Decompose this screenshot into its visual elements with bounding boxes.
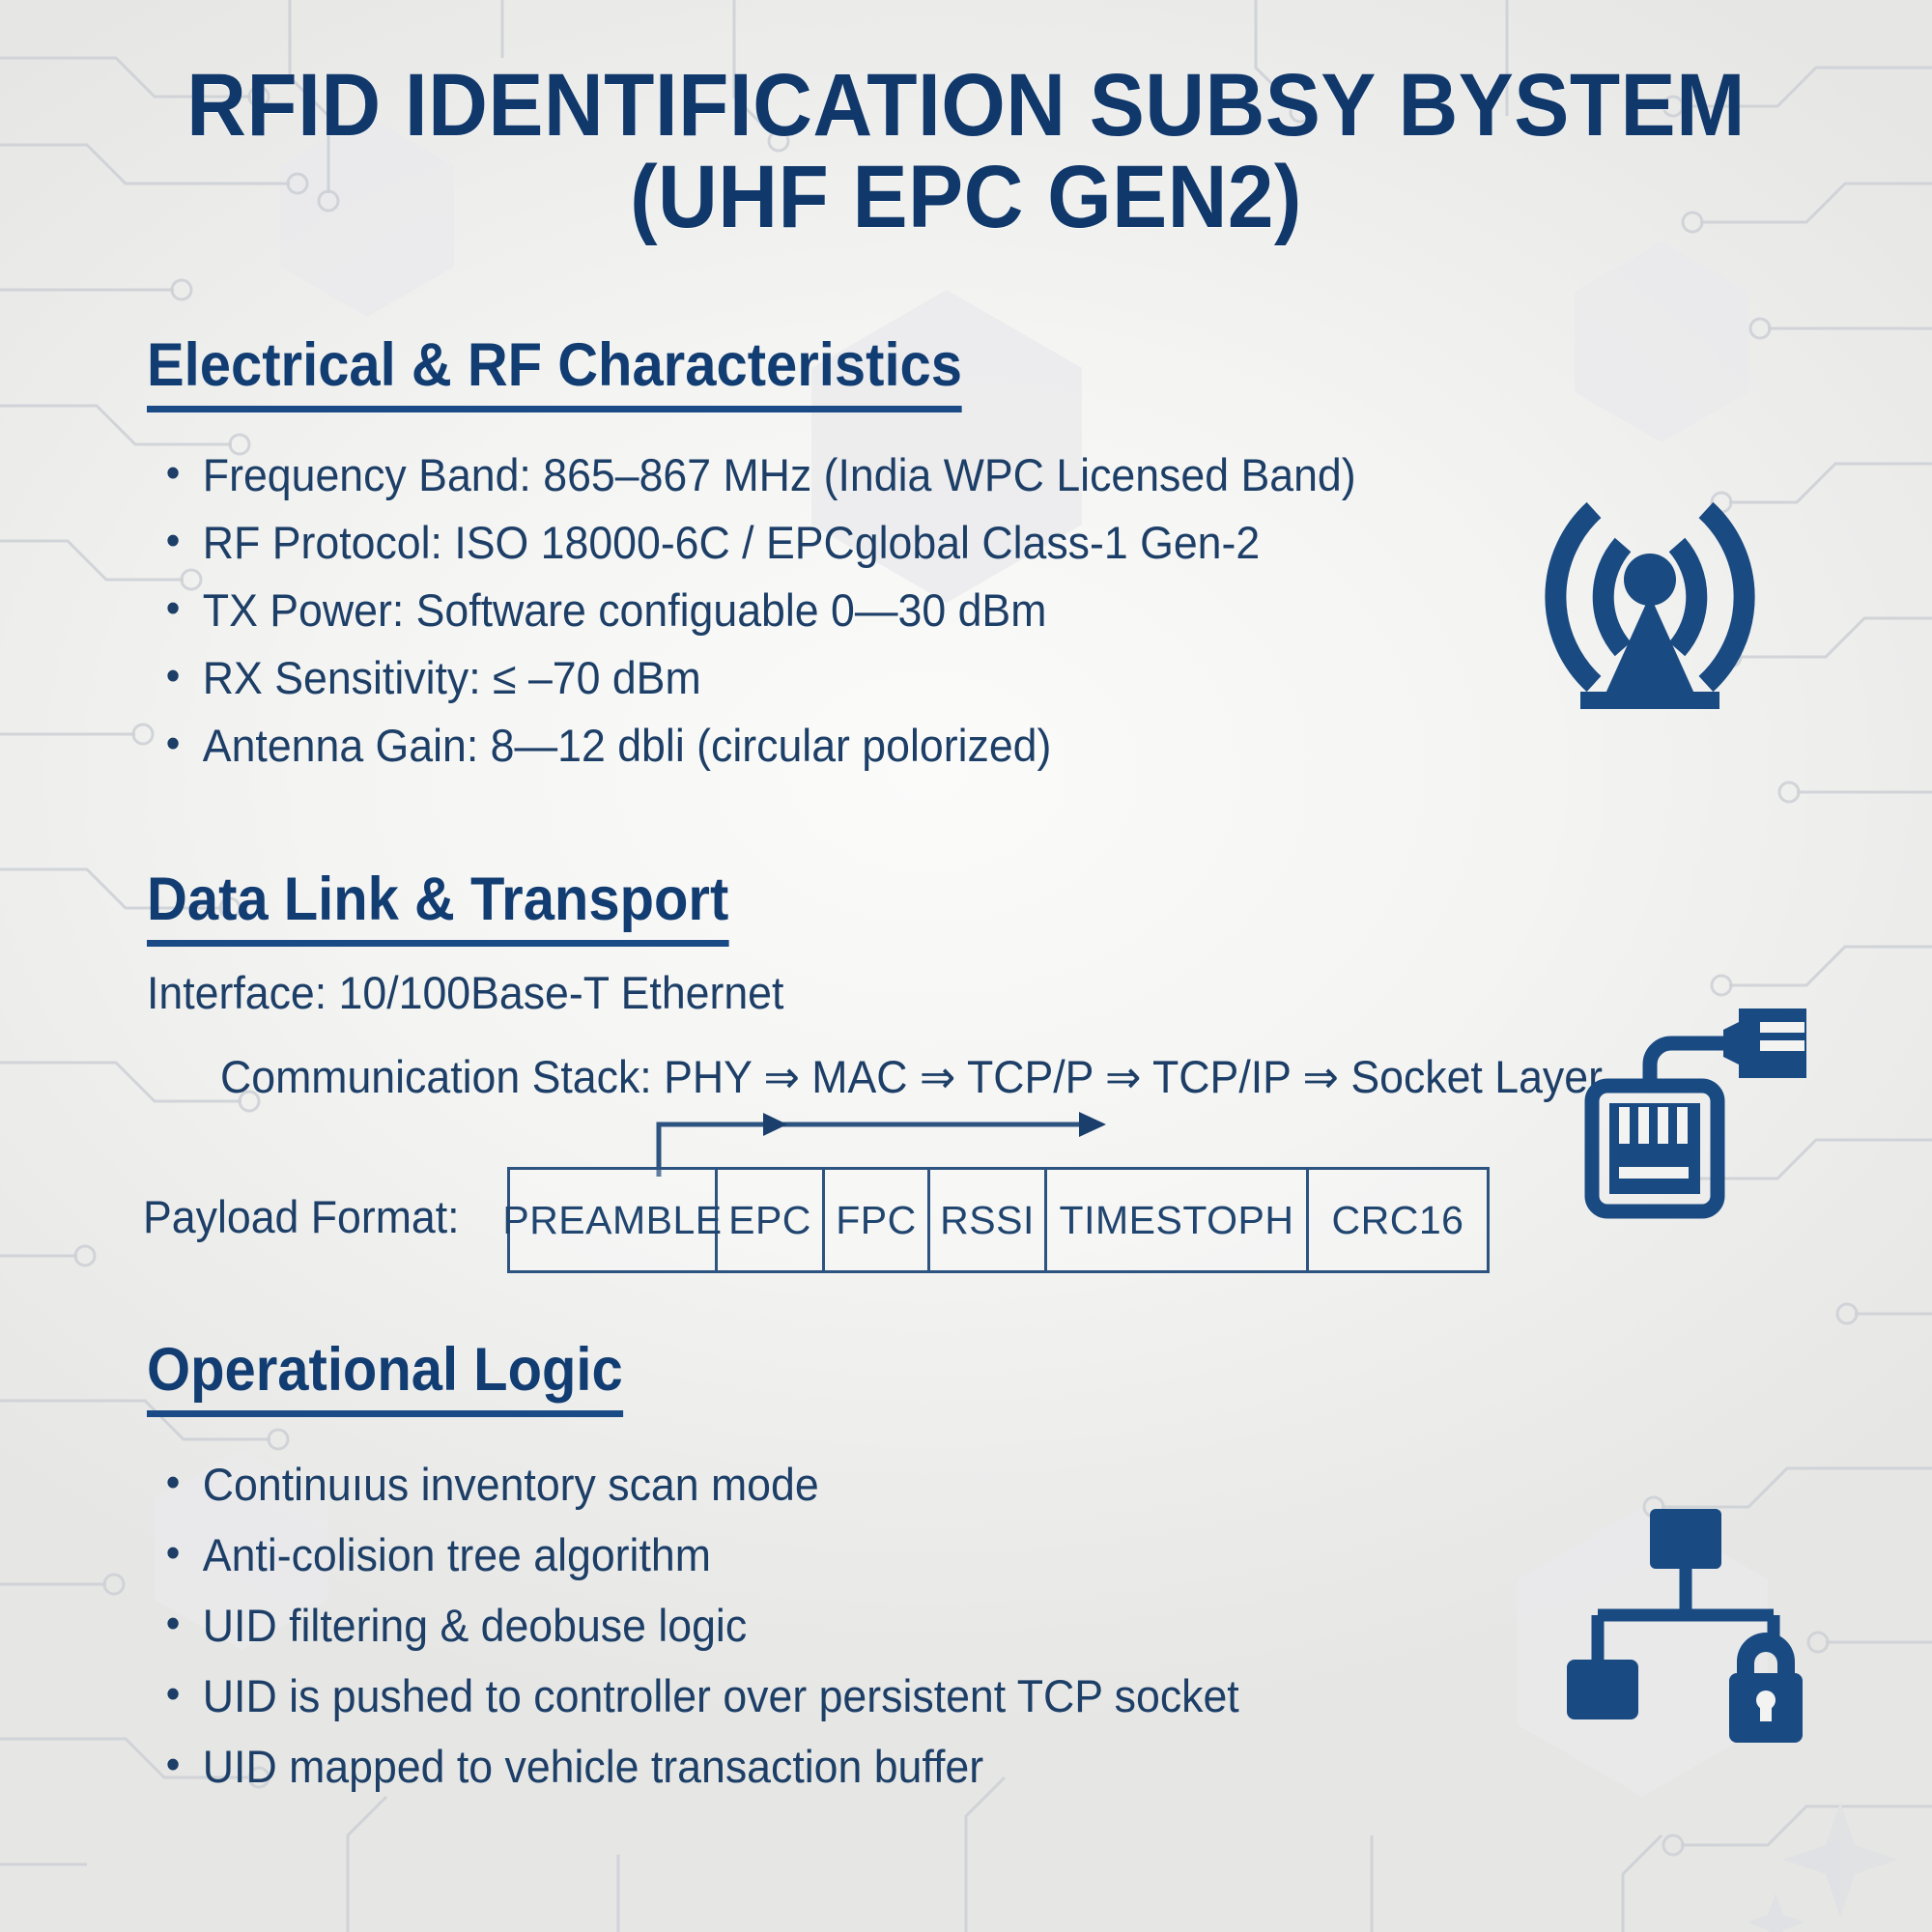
- list-item: RF Protocol: ISO 18000-6C / EPCglobal Cl…: [162, 507, 1356, 577]
- payload-format-label: Payload Format:: [143, 1191, 460, 1242]
- payload-flow-arrow: [656, 1112, 1106, 1177]
- title-line-2: (UHF EPC GEN2): [630, 147, 1302, 246]
- list-item: Frequency Band: 865–867 MHz (India WPC L…: [162, 440, 1356, 509]
- list-item: Anti-colision tree algorithm: [162, 1518, 1239, 1590]
- list-item: TX Power: Software configuable 0—30 dBm: [162, 575, 1356, 644]
- list-item: Antenna Gain: 8—12 dbli (circular polori…: [162, 710, 1356, 780]
- section-heading-data-link: Data Link & Transport: [147, 867, 729, 948]
- network-lock-icon: [1553, 1497, 1824, 1753]
- section-heading-operational-logic: Operational Logic: [147, 1338, 623, 1418]
- payload-format-table: PREAMBLE EPC FPC RSSI TIMESTOPH CRC16: [502, 1167, 1490, 1273]
- section-heading-electrical-rf: Electrical & RF Characteristics: [147, 333, 963, 413]
- list-item: Continuıus inventory scan mode: [162, 1447, 1239, 1520]
- page-title: RFID IDENTIFICATION SUBSY BYSTEM (UHF EP…: [0, 60, 1932, 243]
- rf-antenna-icon: [1505, 471, 1795, 727]
- payload-cell-rssi: RSSI: [930, 1170, 1047, 1270]
- title-line-1: RFID IDENTIFICATION SUBSY BYSTEM: [186, 56, 1746, 155]
- list-item: UID is pushed to controller over persist…: [162, 1659, 1239, 1731]
- list-item: UID filtering & deobuse logic: [162, 1588, 1239, 1661]
- payload-cell-preamble: PREAMBLE: [502, 1170, 722, 1270]
- payload-cell-epc: EPC: [718, 1170, 825, 1270]
- interface-line: Interface: 10/100Base-T Ethernet: [147, 967, 784, 1018]
- bullet-list-electrical-rf: Frequency Band: 865–867 MHz (India WPC L…: [162, 440, 1419, 780]
- payload-cell-fpc: FPC: [825, 1170, 930, 1270]
- bullet-list-operational-logic: Continuıus inventory scan mode Anti-coli…: [162, 1447, 1295, 1802]
- payload-cell-timestamp: TIMESTOPH: [1047, 1170, 1309, 1270]
- communication-stack-line: Communication Stack: PHY ⇒ MAC ⇒ TCP/P ⇒…: [220, 1051, 1603, 1102]
- payload-cell-crc16: CRC16: [1331, 1197, 1464, 1242]
- list-item: UID mapped to vehicle transaction buffer: [162, 1729, 1239, 1802]
- ethernet-plug-icon: [1567, 997, 1837, 1226]
- list-item: RX Sensitivity: ≤ –70 dBm: [162, 642, 1356, 712]
